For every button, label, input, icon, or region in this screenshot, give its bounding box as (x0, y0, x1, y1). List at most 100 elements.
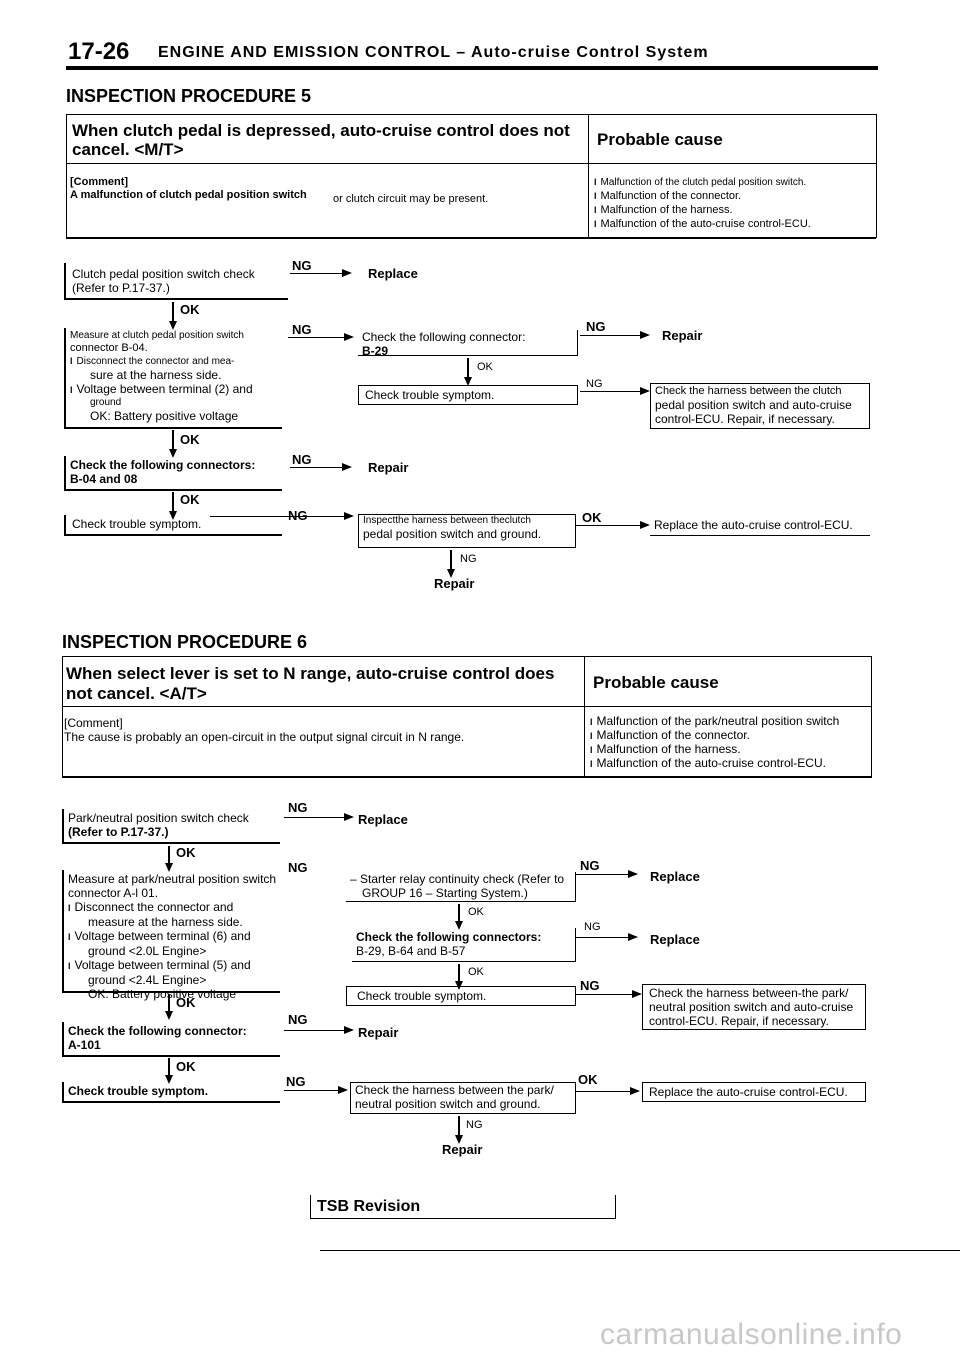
p5-replace-1: Replace (368, 266, 418, 281)
proc5-probable-cause-label: Probable cause (597, 130, 723, 149)
proc5-cause-3: Malfunction of the harness. (594, 204, 733, 217)
proc5-cause-4: Malfunction of the auto-cruise control-E… (594, 218, 811, 231)
p6-down-6 (455, 1116, 463, 1144)
p5-step3-box: Check the following connectors:B-04 and … (64, 456, 282, 490)
p5-down-1 (169, 302, 177, 330)
page-number: 17-26 (68, 38, 130, 65)
p5-ng-1: NG (292, 258, 312, 273)
p5-ng-7: NG (460, 553, 477, 565)
p6-ng-1: NG (288, 800, 308, 815)
p5-arrow-4 (580, 387, 650, 395)
p6-arrow-5 (576, 990, 642, 998)
p6-arrow-1 (284, 813, 354, 821)
p6-ng-5: NG (580, 978, 600, 993)
p6-step2-box: Measure at park/neutral position switch … (62, 870, 280, 1001)
p5-step1-box: Clutch pedal position switch check(Refer… (64, 263, 288, 299)
p6-ng-2: NG (288, 860, 308, 875)
proc6-cause-3: Malfunction of the harness. (590, 742, 741, 757)
p6-down-3 (455, 964, 463, 990)
watermark-text: carmanualsonline.info (600, 1318, 903, 1351)
p6-step4-box: Check trouble symptom. (62, 1082, 280, 1102)
p5-arrow-5 (290, 463, 352, 471)
p6-ok-5: OK (176, 1059, 196, 1074)
proc5-cause-1: Malfunction of the clutch pedal position… (594, 176, 807, 189)
p6-step4b-box: Check the harness between the park/neutr… (350, 1082, 576, 1114)
p6-replace-2: Replace (650, 869, 700, 884)
proc5-comment-text-b: or clutch circuit may be present. (333, 193, 489, 205)
p6-repair-4: Repair (442, 1142, 483, 1157)
proc5-comment-label: [Comment] (70, 176, 129, 188)
p6-ng-8: NG (466, 1119, 483, 1131)
p5-step2-box: Measure at clutch pedal position switch … (64, 328, 282, 428)
proc5-cause-2: Malfunction of the connector. (594, 190, 742, 203)
p6-ng-4: NG (584, 921, 601, 933)
page-header-title: ENGINE AND EMISSION CONTROL – Auto-cruis… (158, 44, 709, 61)
p5-ok-4: OK (180, 492, 200, 507)
proc6-comment-text: The cause is probably an open-circuit in… (64, 730, 465, 744)
p5-ng-6: NG (288, 508, 308, 523)
header-rule (66, 66, 878, 70)
p5-ok-3: OK (180, 432, 200, 447)
p5-repair-2: Repair (662, 328, 703, 343)
p5-repair-3: Repair (368, 460, 409, 475)
p5-step4c-box: Replace the auto-cruise control-ECU. (650, 516, 870, 536)
p5-step2b-box: Check the following connector:B-29 (358, 330, 578, 358)
p6-down-2 (455, 904, 463, 930)
p5-repair-4: Repair (434, 576, 475, 591)
p6-step3-box: Check the following connector:A-101 (62, 1022, 280, 1056)
p5-ok-5: OK (582, 510, 602, 525)
p6-ok-1: OK (176, 845, 196, 860)
p6-repair-3: Repair (358, 1025, 399, 1040)
p5-down-3 (169, 430, 177, 458)
proc6-comment-label: [Comment] (64, 716, 123, 730)
p6-ng-3: NG (580, 858, 600, 873)
proc6-problem-line2: not cancel. <A/T> (66, 684, 207, 703)
p5-step4-box: Check trouble symptom. (64, 515, 282, 535)
p5-down-5 (447, 550, 455, 578)
p5-ok-2: OK (477, 361, 493, 373)
p5-down-4 (169, 492, 177, 520)
p6-step1-box: Park/neutral position switch check(Refer… (62, 809, 280, 843)
p5-ng-5: NG (292, 452, 312, 467)
proc5-problem-line1: When clutch pedal is depressed, auto-cru… (72, 121, 570, 140)
proc6-probable-cause-label: Probable cause (593, 673, 719, 692)
proc5-comment-text-a: A malfunction of clutch pedal position s… (70, 189, 307, 201)
proc5-title: INSPECTION PROCEDURE 5 (66, 86, 312, 106)
p6-step2e-box: Check the harness between-the park/neutr… (642, 984, 866, 1030)
p6-arrow-7 (284, 1086, 348, 1094)
p6-ok-6: OK (578, 1072, 598, 1087)
p6-step2d-box: Check trouble symptom. (346, 986, 576, 1006)
p6-step4c-box: Replace the auto-cruise control-ECU. (642, 1082, 866, 1102)
proc6-problem-line1: When select lever is set to N range, aut… (66, 664, 555, 683)
p5-down-2 (464, 358, 472, 386)
footer-rule (320, 1250, 960, 1251)
p6-arrow-6 (284, 1026, 354, 1034)
tsb-revision-box: TSB Revision (310, 1195, 616, 1219)
proc5-problem-line2: cancel. <M/T> (72, 140, 184, 159)
p5-arrow-3 (580, 331, 650, 339)
p5-arrow-7 (576, 521, 650, 529)
p5-ng-2: NG (292, 322, 312, 337)
p5-arrow-2 (288, 333, 354, 341)
proc6-cause-2: Malfunction of the connector. (590, 728, 750, 743)
p5-arrow-1 (290, 269, 352, 277)
p6-arrow-3 (576, 870, 638, 878)
p6-step2c-box: Check the following connectors:B-29, B-6… (352, 928, 576, 962)
p6-replace-2c: Replace (650, 932, 700, 947)
p6-step2b-box: – Starter relay continuity check (Refer … (346, 872, 576, 902)
p6-arrow-4 (576, 933, 638, 941)
p6-ng-7: NG (286, 1074, 306, 1089)
p6-arrow-8 (576, 1087, 640, 1095)
p5-ok-1: OK (180, 302, 200, 317)
p6-down-1 (165, 846, 173, 872)
p6-replace-1: Replace (358, 812, 408, 827)
p6-ng-6: NG (288, 1012, 308, 1027)
proc6-cause-1: Malfunction of the park/neutral position… (590, 714, 840, 729)
p5-ng-3: NG (586, 319, 606, 334)
p6-ok-2: OK (468, 906, 484, 918)
proc6-title: INSPECTION PROCEDURE 6 (62, 632, 308, 652)
proc6-cause-4: Malfunction of the auto-cruise control-E… (590, 756, 826, 771)
p5-step2c-box: Check trouble symptom. (358, 385, 578, 405)
